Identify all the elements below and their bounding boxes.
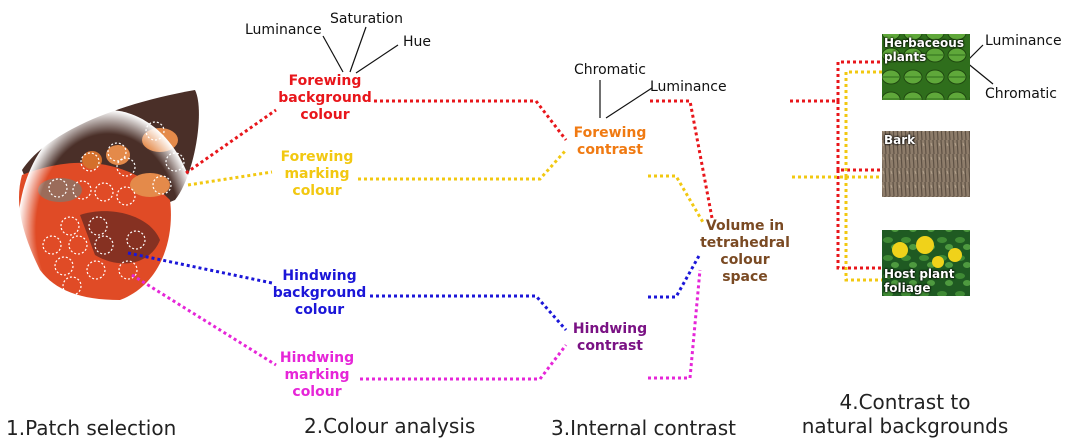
patch-circle: [48, 178, 68, 198]
connector-yellow: [792, 70, 882, 179]
connector-blue: [127, 251, 273, 285]
bark-label: Bark: [884, 133, 916, 147]
label-line: natural backgrounds: [801, 414, 1009, 438]
patch-circle: [42, 235, 62, 255]
step-3-title: 3.Internal contrast: [551, 416, 737, 440]
patch-circle: [145, 121, 165, 141]
label-line: marking: [284, 367, 350, 383]
hindwing-contrast-label: Hindwing contrast: [560, 321, 660, 355]
volume-colour-space-label: Volume in tetrahedral colour space: [690, 218, 800, 286]
label-line: colour: [294, 302, 345, 318]
patch-circle: [165, 152, 185, 172]
label-line: Host plant: [884, 267, 955, 281]
forewing-background-colour-label: Forewing background colour: [270, 73, 380, 124]
chromatic-label: Chromatic: [574, 62, 646, 78]
luminance-label: Luminance: [245, 22, 322, 38]
label-line: Hindwing: [279, 350, 355, 366]
patch-circle: [88, 216, 108, 236]
label-line: plants: [884, 50, 927, 64]
connector-yellow: [648, 174, 706, 225]
label-line: Hindwing: [282, 268, 357, 284]
luminance-label: Luminance: [985, 33, 1062, 49]
label-line: foliage: [884, 281, 931, 295]
hindwing-marking-colour-label: Hindwing marking colour: [262, 350, 372, 401]
host-plant-photo: [882, 230, 970, 296]
label-line: Volume in: [705, 218, 785, 234]
connector-red: [650, 99, 714, 219]
patch-circle: [60, 216, 80, 236]
patch-circle: [107, 142, 127, 162]
patch-circle: [126, 230, 146, 250]
patch-circle: [152, 175, 172, 195]
forewing-contrast-label: Forewing contrast: [560, 125, 660, 159]
photometric-spokes: [322, 26, 994, 119]
connector-blue: [648, 253, 702, 299]
label-line: Hindwing: [572, 321, 648, 337]
connector-magenta: [360, 344, 568, 381]
patch-circle: [118, 260, 138, 280]
connector-lines: [127, 60, 882, 381]
patch-circle: [68, 235, 88, 255]
label-line: Herbaceous: [884, 36, 964, 50]
patch-circle: [54, 256, 74, 276]
patch-circle: [72, 180, 92, 200]
connector-magenta: [648, 269, 702, 380]
label-line: 4.Contrast to: [839, 390, 971, 414]
butterfly-wing-photo: [18, 90, 199, 350]
patch-circles-group: [42, 121, 185, 296]
connector-red: [836, 170, 882, 270]
host-plant-foliage-label: Host plant foliage: [884, 267, 954, 295]
label-line: Forewing: [288, 73, 362, 89]
label-line: space: [722, 269, 768, 285]
chromatic-label: Chromatic: [985, 86, 1057, 102]
label-line: Forewing: [280, 149, 354, 165]
connector-magenta: [131, 273, 277, 367]
label-line: tetrahedral: [700, 235, 790, 251]
step-4-title: 4.Contrast to natural backgrounds: [790, 390, 1020, 438]
label-line: Forewing: [573, 125, 647, 141]
label-line: background: [272, 285, 367, 301]
connector-yellow: [358, 148, 568, 181]
patch-circle: [94, 182, 114, 202]
connector-red: [836, 101, 882, 172]
connector-blue: [370, 294, 568, 331]
bark-photo: [882, 131, 970, 197]
label-line: colour: [300, 107, 350, 123]
label-line: contrast: [577, 142, 643, 158]
connector-red: [185, 108, 277, 175]
label-line: colour: [292, 384, 342, 400]
herbaceous-plants-photo: [882, 34, 970, 100]
connector-red: [374, 99, 568, 141]
label-line: colour: [292, 183, 342, 199]
patch-circle: [86, 260, 106, 280]
patch-circle: [116, 157, 136, 177]
step-1-title: 1.Patch selection: [6, 416, 177, 440]
connector-red: [790, 60, 882, 103]
label-line: contrast: [577, 338, 643, 354]
patch-circle: [116, 186, 136, 206]
hindwing-background-colour-label: Hindwing background colour: [262, 268, 377, 319]
patch-circle: [62, 276, 82, 296]
saturation-label: Saturation: [330, 11, 403, 27]
patch-circle: [94, 235, 114, 255]
luminance-label: Luminance: [650, 79, 727, 95]
label-line: colour: [720, 252, 770, 268]
label-line: background: [278, 90, 372, 106]
connector-yellow: [187, 170, 273, 187]
patch-circle: [80, 152, 100, 172]
step-2-title: 2.Colour analysis: [304, 414, 476, 438]
forewing-marking-colour-label: Forewing marking colour: [262, 149, 372, 200]
connector-yellow: [844, 177, 882, 282]
herbaceous-plants-label: Herbaceous plants: [884, 36, 964, 64]
hue-label: Hue: [403, 34, 432, 50]
label-line: marking: [284, 166, 350, 182]
